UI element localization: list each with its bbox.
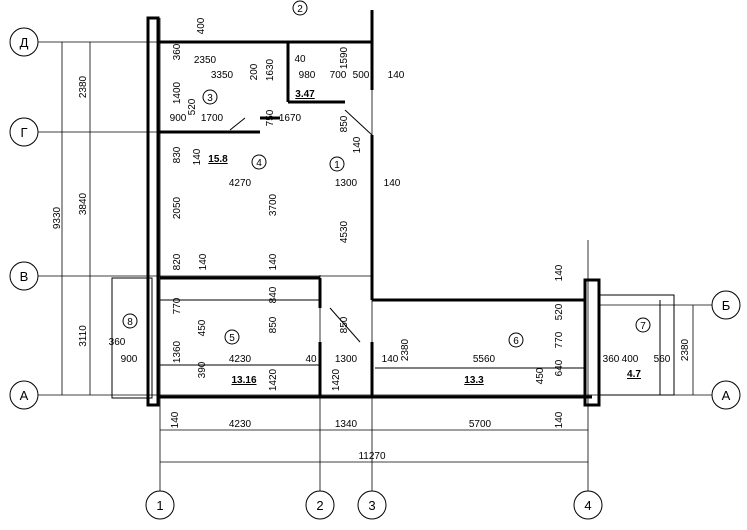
svg-text:400: 400 [196,17,207,34]
walls [111,10,675,407]
axis-label-b-right: Б [722,298,731,313]
svg-text:1300: 1300 [335,354,358,365]
svg-text:1420: 1420 [331,368,342,391]
svg-text:200: 200 [249,63,260,80]
svg-text:3.47: 3.47 [295,89,315,100]
svg-text:40: 40 [305,354,317,365]
svg-text:2350: 2350 [194,55,217,66]
axis-label-v: В [20,269,29,284]
svg-text:2380: 2380 [400,338,411,361]
svg-text:750: 750 [265,109,276,126]
svg-text:15.8: 15.8 [208,154,228,165]
svg-text:140: 140 [554,264,565,281]
svg-text:850: 850 [339,316,350,333]
svg-text:900: 900 [121,354,138,365]
svg-text:360: 360 [603,354,620,365]
axis-label-g: Г [20,125,27,140]
svg-text:1300: 1300 [335,178,358,189]
svg-text:4270: 4270 [229,178,252,189]
svg-text:820: 820 [172,253,183,270]
axis-label-d: Д [20,35,29,50]
svg-text:9330: 9330 [52,206,63,229]
svg-text:4530: 4530 [339,220,350,243]
svg-text:980: 980 [299,70,316,81]
svg-text:140: 140 [382,354,399,365]
svg-text:140: 140 [192,148,203,165]
dimension-lines [61,42,694,463]
axis-label-a-right: А [722,388,731,403]
svg-text:4: 4 [256,158,262,169]
svg-text:11270: 11270 [358,451,386,462]
svg-text:1340: 1340 [335,419,358,430]
axis-label-a-left: А [20,388,29,403]
svg-text:500: 500 [353,70,370,81]
axis-label-1: 1 [156,498,163,513]
svg-text:4230: 4230 [229,419,252,430]
svg-text:3350: 3350 [211,70,234,81]
svg-text:1420: 1420 [268,368,279,391]
svg-text:640: 640 [554,359,565,376]
svg-text:360: 360 [172,43,183,60]
svg-text:1700: 1700 [201,113,224,124]
svg-text:7: 7 [640,321,646,332]
svg-text:2380: 2380 [680,338,691,361]
svg-text:140: 140 [170,411,181,428]
axis-label-2: 2 [316,498,323,513]
svg-text:1590: 1590 [339,46,350,69]
svg-text:140: 140 [384,178,401,189]
svg-text:390: 390 [197,361,208,378]
axis-bubbles: Д Г В А Б А 1 2 3 4 [9,27,741,520]
svg-text:13.16: 13.16 [231,375,256,386]
svg-text:2: 2 [297,4,303,15]
svg-text:2050: 2050 [172,196,183,219]
axis-lines [38,10,712,491]
svg-text:5: 5 [229,333,235,344]
svg-text:3840: 3840 [78,192,89,215]
svg-text:140: 140 [554,411,565,428]
dimension-texts: 9330 2380 3840 3110 2380 4230 1340 5700 … [52,17,691,462]
svg-text:1360: 1360 [172,340,183,363]
svg-text:6: 6 [513,336,519,347]
room-numbers: 2 3 4 1 5 8 6 7 [122,0,651,348]
svg-text:850: 850 [339,115,350,132]
svg-text:13.3: 13.3 [464,375,484,386]
svg-text:770: 770 [172,297,183,314]
svg-text:40: 40 [294,54,306,65]
svg-text:1400: 1400 [172,81,183,104]
svg-text:520: 520 [554,303,565,320]
svg-text:400: 400 [622,354,639,365]
svg-text:3: 3 [207,93,213,104]
svg-text:900: 900 [170,113,187,124]
svg-text:560: 560 [654,354,671,365]
svg-text:1630: 1630 [265,58,276,81]
axis-label-4: 4 [584,498,591,513]
svg-text:2380: 2380 [78,75,89,98]
svg-text:1670: 1670 [279,113,302,124]
svg-text:3700: 3700 [268,193,279,216]
svg-text:4.7: 4.7 [627,369,641,380]
svg-text:4230: 4230 [229,354,252,365]
svg-text:850: 850 [268,316,279,333]
svg-text:5700: 5700 [469,419,492,430]
svg-text:770: 770 [554,331,565,348]
svg-text:140: 140 [352,136,363,153]
svg-text:140: 140 [198,253,209,270]
svg-text:3110: 3110 [78,325,89,347]
svg-text:840: 840 [268,286,279,303]
svg-text:450: 450 [197,319,208,336]
interior-lines [160,109,373,366]
svg-text:140: 140 [268,253,279,270]
svg-text:5560: 5560 [473,354,496,365]
svg-text:360: 360 [109,337,126,348]
svg-text:830: 830 [172,146,183,163]
svg-text:520: 520 [187,98,198,115]
axis-label-3: 3 [368,498,375,513]
svg-text:8: 8 [127,317,133,328]
svg-text:140: 140 [388,70,405,81]
svg-text:450: 450 [535,367,546,384]
svg-text:700: 700 [330,70,347,81]
svg-text:1: 1 [334,160,340,171]
room-areas: 3.47 15.8 13.16 13.3 4.7 [208,89,641,386]
